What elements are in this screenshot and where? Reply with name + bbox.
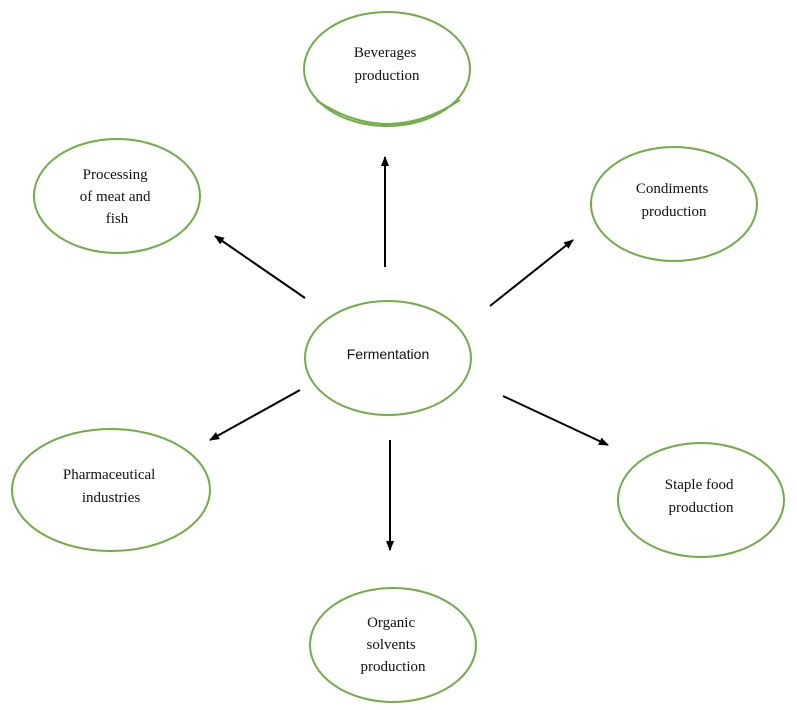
node-label-line: Organic bbox=[367, 615, 415, 631]
node-ellipse bbox=[304, 300, 472, 416]
node-label: Pharmaceutical industries bbox=[63, 467, 159, 506]
node-ellipse bbox=[33, 138, 201, 254]
node-ellipse bbox=[303, 11, 471, 127]
arrows bbox=[209, 156, 609, 551]
node-staple-food: Staple food production bbox=[617, 442, 785, 558]
node-label-line: Pharmaceutical bbox=[63, 467, 155, 483]
node-label-line: Staple food bbox=[665, 477, 734, 493]
node-label-line: of meat and bbox=[80, 189, 151, 205]
node-pharmaceutical: Pharmaceutical industries bbox=[11, 428, 211, 552]
node-label-line: production bbox=[355, 68, 420, 84]
node-label: Condiments production bbox=[636, 181, 712, 220]
node-label-line: industries bbox=[82, 490, 140, 506]
node-beverages: Beverages production bbox=[303, 11, 471, 127]
arrow-to-meat-fish bbox=[214, 235, 306, 299]
node-organic-solvents: Organic solvents production bbox=[309, 587, 477, 703]
node-label-line: production bbox=[669, 500, 734, 516]
node-label: Organic solvents production bbox=[361, 615, 426, 675]
node-label-line: production bbox=[642, 204, 707, 220]
node-label-line: solvents bbox=[367, 637, 416, 653]
node-label-line: Beverages bbox=[354, 45, 417, 61]
node-ellipse bbox=[11, 428, 211, 552]
arrow-to-pharmaceutical bbox=[209, 389, 301, 441]
arrow-to-staple-food bbox=[502, 395, 609, 446]
node-label: Processing of meat and fish bbox=[80, 167, 155, 227]
node-label-line: production bbox=[361, 659, 426, 675]
node-fermentation: Fermentation bbox=[304, 300, 472, 416]
node-ellipse bbox=[617, 442, 785, 558]
node-condiments: Condiments production bbox=[590, 146, 758, 262]
node-ellipse-shadow-edge bbox=[315, 99, 461, 125]
node-label: Staple food production bbox=[665, 477, 738, 516]
node-label-line: Condiments bbox=[636, 181, 709, 197]
node-label: Beverages production bbox=[354, 45, 420, 84]
node-meat-fish: Processing of meat and fish bbox=[33, 138, 201, 254]
arrow-to-condiments bbox=[489, 239, 574, 307]
node-label: Fermentation bbox=[347, 346, 429, 362]
node-label-line: Processing bbox=[83, 167, 148, 183]
node-ellipse bbox=[309, 587, 477, 703]
node-label-line: fish bbox=[106, 211, 129, 227]
node-ellipse bbox=[590, 146, 758, 262]
